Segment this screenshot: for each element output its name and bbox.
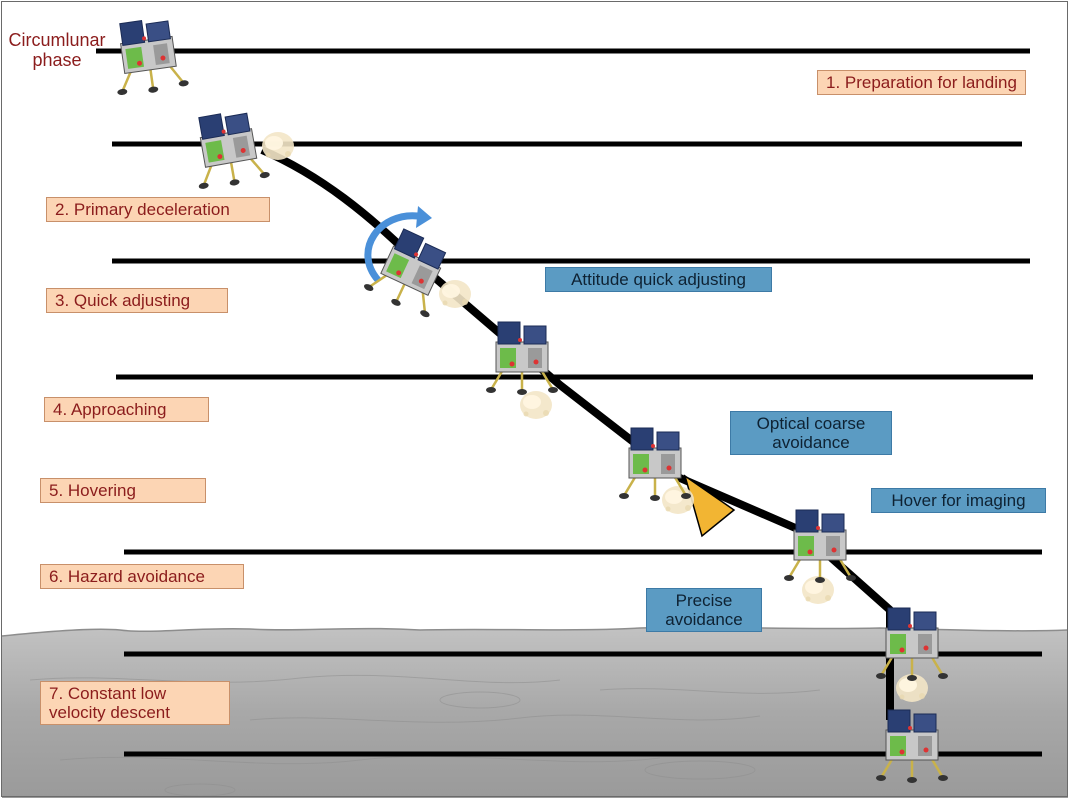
- lander-icon: [106, 14, 191, 99]
- phase-1-label: 1. Preparation for landing: [817, 70, 1026, 95]
- lander-icon: [185, 105, 272, 193]
- hover-imaging-note: Hover for imaging: [871, 488, 1046, 513]
- phase-2-label: 2. Primary deceleration: [46, 197, 270, 222]
- optical-avoidance-note: Optical coarse avoidance: [730, 411, 892, 455]
- surface-texture: [29, 674, 821, 797]
- lunar-horizon: [1, 626, 1069, 637]
- attitude-adjusting-note: Attitude quick adjusting: [545, 267, 772, 292]
- circumlunar-phase-label: Circumlunar phase: [8, 30, 106, 70]
- phase-7-label: 7. Constant low velocity descent: [40, 681, 230, 725]
- precise-avoidance-note: Precise avoidance: [646, 588, 762, 632]
- phase-6-label: 6. Hazard avoidance: [40, 564, 244, 589]
- phase-5-label: 5. Hovering: [40, 478, 206, 503]
- rotation-arrow-icon: [364, 206, 432, 283]
- imaging-cone: [683, 474, 736, 538]
- phase-3-label: 3. Quick adjusting: [46, 288, 228, 313]
- phase-4-label: 4. Approaching: [44, 397, 209, 422]
- descent-trajectory: [260, 146, 894, 720]
